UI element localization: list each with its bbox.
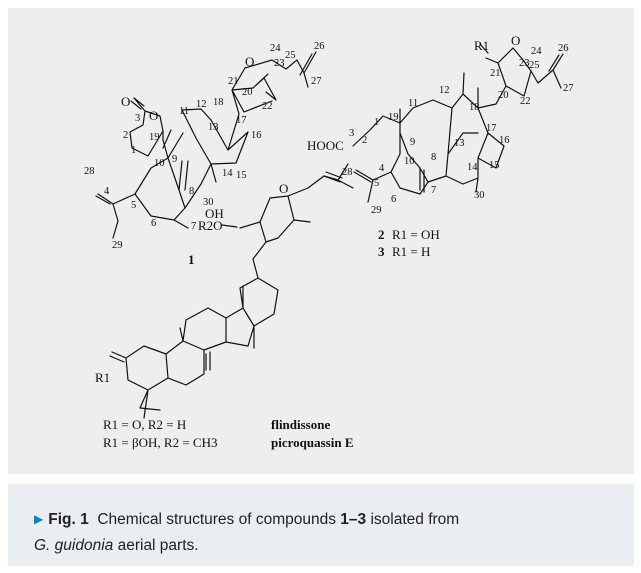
svg-text:12: 12 <box>439 85 450 96</box>
svg-text:30: 30 <box>203 197 214 208</box>
svg-text:11: 11 <box>408 98 418 109</box>
compound-1-label: 1 <box>188 252 195 267</box>
svg-text:4: 4 <box>379 163 385 174</box>
flindissone-name: flindissone <box>271 417 330 432</box>
svg-text:29: 29 <box>371 205 382 216</box>
svg-text:16: 16 <box>251 130 262 141</box>
caption-text-a: Chemical structures of compounds <box>97 511 336 528</box>
caption-text-c: aerial parts. <box>117 537 199 554</box>
svg-text:3: 3 <box>135 113 140 124</box>
svg-text:12: 12 <box>196 99 207 110</box>
svg-text:9: 9 <box>172 154 177 165</box>
picroquassin-name: picroquassin E <box>271 435 354 450</box>
svg-text:15: 15 <box>236 170 247 181</box>
svg-text:7: 7 <box>191 221 196 232</box>
scaffold-ring-oxygen: O <box>279 181 288 196</box>
figure-panel: O O O OH 1 2 3 4 5 6 7 8 9 10 11 12 13 1… <box>8 8 634 474</box>
svg-text:16: 16 <box>499 135 510 146</box>
svg-text:14: 14 <box>467 162 478 173</box>
svg-text:17: 17 <box>236 115 247 126</box>
svg-text:27: 27 <box>563 83 574 94</box>
compound-1-carbonyl-oxygen: O <box>121 94 130 109</box>
svg-text:10: 10 <box>154 158 165 169</box>
svg-text:2: 2 <box>123 130 128 141</box>
svg-text:26: 26 <box>558 43 569 54</box>
compound-1-furan-oxygen: O <box>245 54 254 69</box>
svg-text:22: 22 <box>262 101 273 112</box>
caption-text-b: isolated from <box>370 511 460 528</box>
triangle-marker-icon: ▶ <box>34 512 44 526</box>
svg-text:5: 5 <box>374 178 379 189</box>
caption-compound-range: 1–3 <box>340 511 367 528</box>
svg-text:8: 8 <box>189 186 194 197</box>
compound-1-structure: O O O OH 1 2 3 4 5 6 7 8 9 10 11 12 13 1… <box>84 41 325 267</box>
svg-text:6: 6 <box>151 218 156 229</box>
caption-figure-label: Fig. 1 <box>48 511 89 528</box>
compound-2-3-ring-oxygen: O <box>511 33 520 48</box>
svg-text:26: 26 <box>314 41 325 52</box>
svg-text:7: 7 <box>431 185 436 196</box>
figure-caption: ▶ Fig. 1 Chemical structures of compounds… <box>8 484 634 566</box>
svg-text:23: 23 <box>274 58 285 69</box>
svg-text:28: 28 <box>84 166 95 177</box>
compound-2-3-atom-numbers: 1 2 3 4 5 6 7 8 9 10 11 12 13 14 15 16 1… <box>342 43 574 216</box>
svg-text:25: 25 <box>529 60 540 71</box>
svg-text:1: 1 <box>131 145 136 156</box>
compound-2-substituent: R1 = OH <box>392 227 440 242</box>
compound-1-lactone-oxygen: O <box>149 108 158 123</box>
svg-text:10: 10 <box>404 156 415 167</box>
scaffold-r1: R1 <box>95 370 110 385</box>
caption-text: ▶ Fig. 1 Chemical structures of compounds… <box>34 507 614 558</box>
svg-text:6: 6 <box>391 194 396 205</box>
svg-text:3: 3 <box>349 128 354 139</box>
svg-text:8: 8 <box>431 152 436 163</box>
svg-text:19: 19 <box>149 132 160 143</box>
acid-group: HOOC <box>307 138 344 153</box>
reference-scaffold-structure: R1 R2O O R1 = O, R2 = H flindissone R1 =… <box>95 163 354 450</box>
chemical-structures: O O O OH 1 2 3 4 5 6 7 8 9 10 11 12 13 1… <box>84 33 574 450</box>
svg-text:29: 29 <box>112 240 123 251</box>
svg-text:19: 19 <box>388 112 399 123</box>
svg-text:4: 4 <box>104 186 110 197</box>
svg-text:5: 5 <box>131 200 136 211</box>
svg-text:14: 14 <box>222 168 233 179</box>
svg-text:18: 18 <box>213 97 224 108</box>
compound-2-3-r1: R1 <box>474 38 489 53</box>
svg-text:20: 20 <box>498 90 509 101</box>
svg-text:1: 1 <box>374 117 379 128</box>
svg-text:15: 15 <box>489 160 500 171</box>
svg-text:13: 13 <box>208 122 219 133</box>
compound-2-3-structure: HOOC R1 O 1 2 3 4 5 6 7 8 9 10 11 12 13 … <box>307 33 574 259</box>
svg-text:24: 24 <box>531 46 542 57</box>
svg-text:22: 22 <box>520 96 531 107</box>
compound-2-label: 2 <box>378 227 385 242</box>
svg-text:30: 30 <box>474 190 485 201</box>
scaffold-r2o: R2O <box>198 218 223 233</box>
svg-text:13: 13 <box>454 138 465 149</box>
svg-text:21: 21 <box>228 76 239 87</box>
compound-1-hydroxyl: OH <box>205 206 224 221</box>
svg-text:17: 17 <box>486 123 497 134</box>
svg-text:21: 21 <box>490 68 501 79</box>
svg-text:27: 27 <box>311 76 322 87</box>
svg-text:25: 25 <box>285 50 296 61</box>
caption-genus: G. guidonia <box>34 537 114 554</box>
svg-text:9: 9 <box>410 137 415 148</box>
flindissone-substituents: R1 = O, R2 = H <box>103 417 186 432</box>
svg-text:23: 23 <box>519 58 530 69</box>
svg-text:20: 20 <box>242 87 253 98</box>
svg-text:28: 28 <box>342 167 353 178</box>
svg-text:24: 24 <box>270 43 281 54</box>
picroquassin-substituents: R1 = βOH, R2 = CH3 <box>103 435 217 450</box>
svg-text:2: 2 <box>362 135 367 146</box>
compound-3-substituent: R1 = H <box>392 244 430 259</box>
compound-1-atom-numbers: 1 2 3 4 5 6 7 8 9 10 11 12 13 14 15 16 1… <box>84 41 325 251</box>
compound-3-label: 3 <box>378 244 385 259</box>
svg-text:18: 18 <box>469 102 480 113</box>
svg-text:11: 11 <box>179 106 189 117</box>
